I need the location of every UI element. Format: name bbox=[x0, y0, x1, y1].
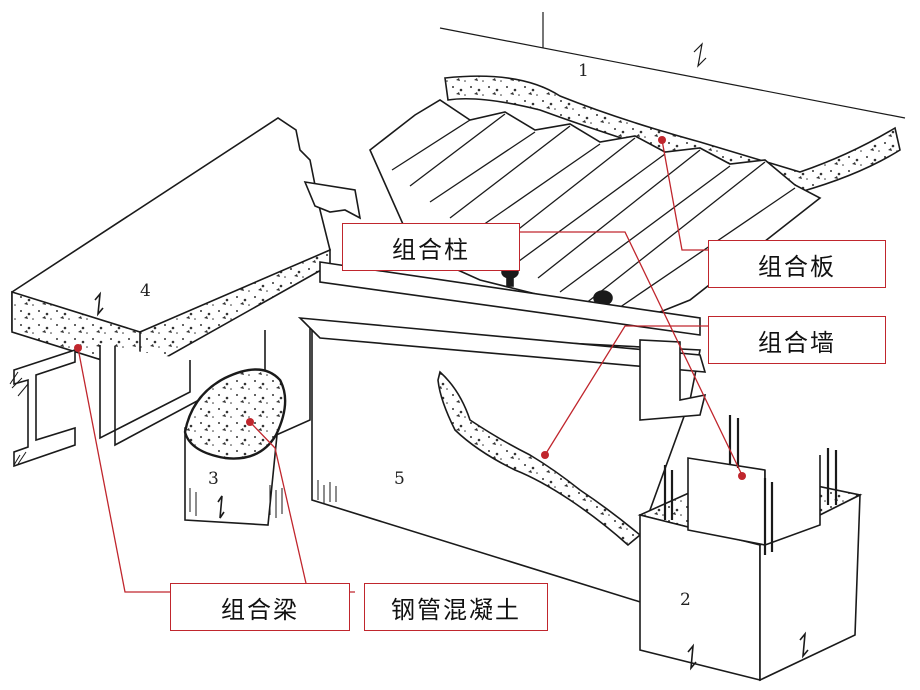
composite-column bbox=[637, 415, 863, 682]
leader-dots bbox=[74, 136, 746, 480]
composite-wall bbox=[311, 329, 701, 607]
label-composite-wall: 组合墙 bbox=[708, 316, 886, 364]
dot-slab bbox=[658, 136, 666, 144]
dot-wall bbox=[541, 451, 549, 459]
label-composite-beam: 组合梁 bbox=[170, 583, 350, 631]
cfst-column bbox=[183, 320, 311, 526]
part-number-4: 4 bbox=[140, 281, 151, 301]
label-composite-column: 组合柱 bbox=[342, 223, 520, 271]
dot-column bbox=[738, 472, 746, 480]
label-cfst: 钢管混凝土 bbox=[364, 583, 548, 631]
dimension-line bbox=[439, 12, 906, 119]
part-number-5: 5 bbox=[394, 469, 405, 489]
part-number-3: 3 bbox=[208, 469, 219, 489]
part-number-2: 2 bbox=[680, 590, 691, 610]
label-composite-slab: 组合板 bbox=[708, 240, 886, 288]
part-number-1: 1 bbox=[578, 61, 589, 81]
steel-beam bbox=[297, 180, 707, 421]
leader-lines bbox=[77, 139, 743, 593]
dot-cfst bbox=[246, 418, 254, 426]
dot-beam bbox=[74, 344, 82, 352]
